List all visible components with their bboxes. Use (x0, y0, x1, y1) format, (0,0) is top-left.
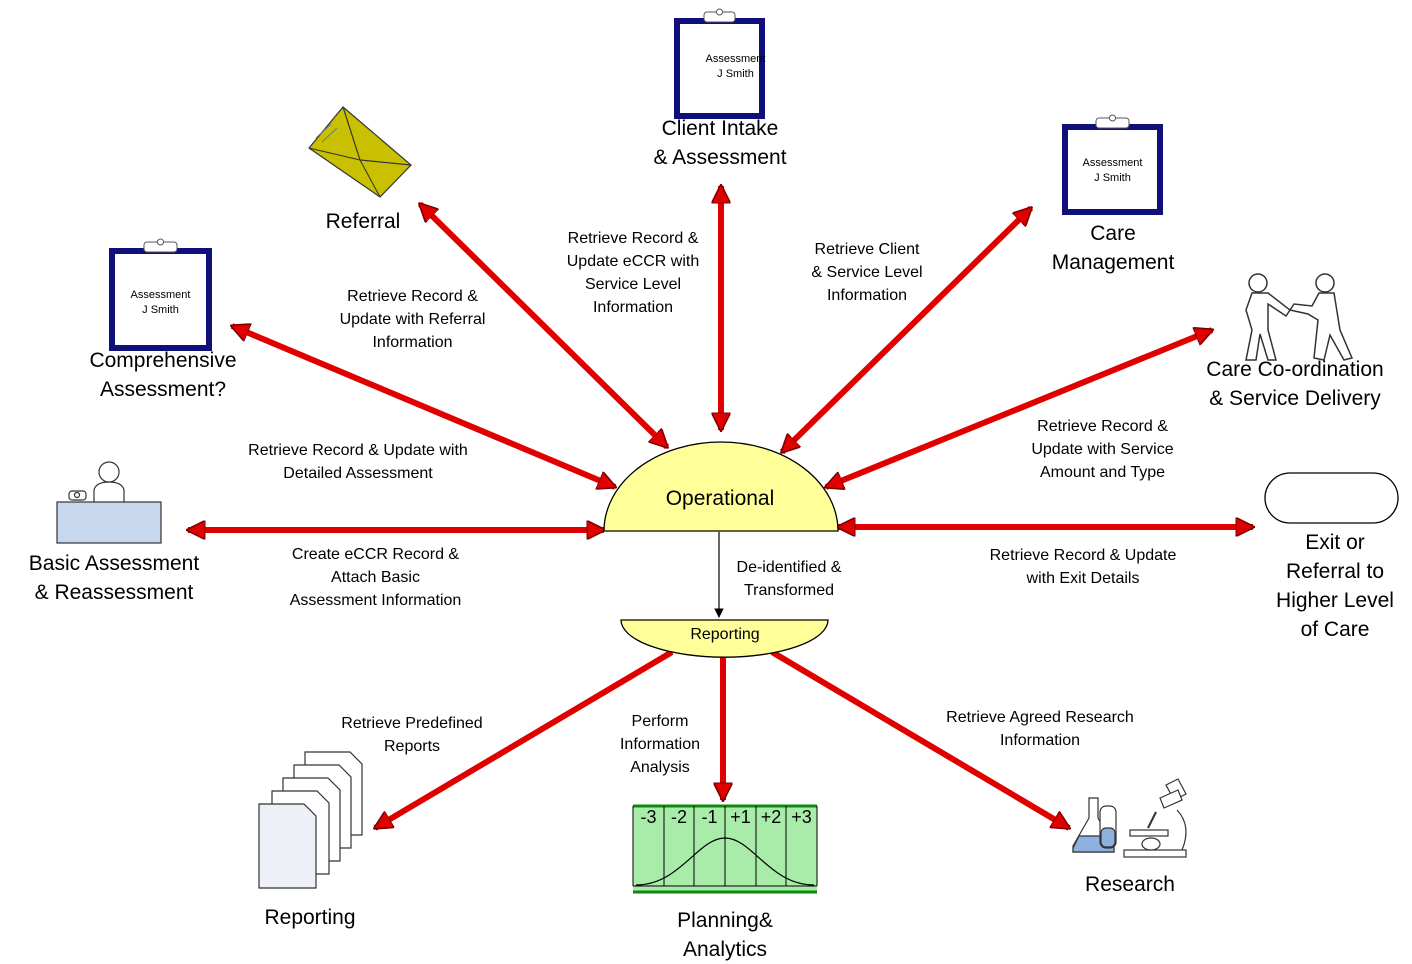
bell-label: +3 (791, 807, 812, 827)
edge-care-coordination: Retrieve Record & Update with Service Am… (1031, 418, 1174, 481)
arrow-care-coordination (826, 330, 1212, 487)
clipboard-icon (1062, 114, 1163, 215)
clipboard-line1: Assessment (705, 53, 766, 65)
edge-care-management: Retrieve Client & Service Level Informat… (811, 241, 923, 304)
edge-reporting: Retrieve Predefined Reports (341, 715, 483, 755)
node-reporting: Reporting (264, 906, 356, 929)
clipboard-text: Assessment J Smith (109, 288, 212, 318)
edge-referral: Retrieve Record & Update with Referral I… (339, 288, 486, 351)
edge-client-intake: Retrieve Record & Update eCCR with Servi… (566, 230, 700, 316)
edge-exit: Retrieve Record & Update with Exit Detai… (989, 547, 1177, 587)
clipboard-line2: J Smith (142, 304, 179, 316)
clipboard-text: Assessment J Smith (690, 52, 781, 82)
node-planning: Planning& Analytics (677, 909, 773, 961)
node-care-coordination: Care Co-ordination & Service Delivery (1206, 358, 1384, 410)
clipboard-line2: J Smith (1094, 172, 1131, 184)
desk-person-icon (56, 461, 162, 544)
center-link-label: De-identified & Transformed (736, 559, 842, 599)
bell-label: +2 (760, 807, 782, 827)
bell-label: -2 (670, 807, 687, 827)
clipboard-icon (109, 238, 212, 351)
reporting-hub-label: Reporting (690, 626, 760, 643)
edge-basic-assessment: Create eCCR Record & Attach Basic Assess… (289, 546, 462, 609)
people-handshake-icon (1245, 273, 1354, 361)
node-referral: Referral (325, 210, 401, 233)
arrows (188, 186, 1253, 831)
clipboard-line1: Assessment (1082, 157, 1143, 169)
arrow-research (770, 649, 1069, 831)
envelope-icon (308, 106, 412, 198)
arrow-comprehensive (232, 326, 615, 487)
node-exit: Exit or Referral to Higher Level of Care (1276, 531, 1394, 641)
documents-icon (258, 751, 363, 889)
clipboard-text: Assessment J Smith (1062, 156, 1163, 186)
exit-shape (1264, 472, 1399, 524)
clipboard-icon (674, 8, 765, 119)
node-basic-assessment: Basic Assessment & Reassessment (28, 552, 200, 604)
bell-label: +1 (730, 807, 751, 827)
node-care-management: Care Management (1051, 222, 1175, 274)
clipboard-line1: Assessment (130, 289, 191, 301)
operational-label: Operational (665, 487, 775, 510)
bell-curve-labels: -3 -2 -1 +1 +2 +3 (633, 806, 817, 830)
lab-equipment-icon (1072, 778, 1187, 858)
edge-planning: Perform Information Analysis (619, 713, 701, 776)
node-client-intake: Client Intake & Assessment (653, 117, 787, 169)
edge-research: Retrieve Agreed Research Information (946, 709, 1134, 749)
bell-label: -1 (701, 807, 718, 827)
operational-hub (603, 441, 839, 532)
bell-label: -3 (640, 807, 657, 827)
arrow-reporting (375, 649, 674, 831)
bell-curve-chart-icon (632, 804, 818, 894)
edge-comprehensive: Retrieve Record & Update with Detailed A… (248, 442, 468, 482)
node-comprehensive: Comprehensive Assessment? (89, 349, 237, 401)
clipboard-line2: J Smith (717, 68, 754, 80)
node-research: Research (1085, 873, 1175, 896)
reporting-hub (620, 619, 829, 658)
